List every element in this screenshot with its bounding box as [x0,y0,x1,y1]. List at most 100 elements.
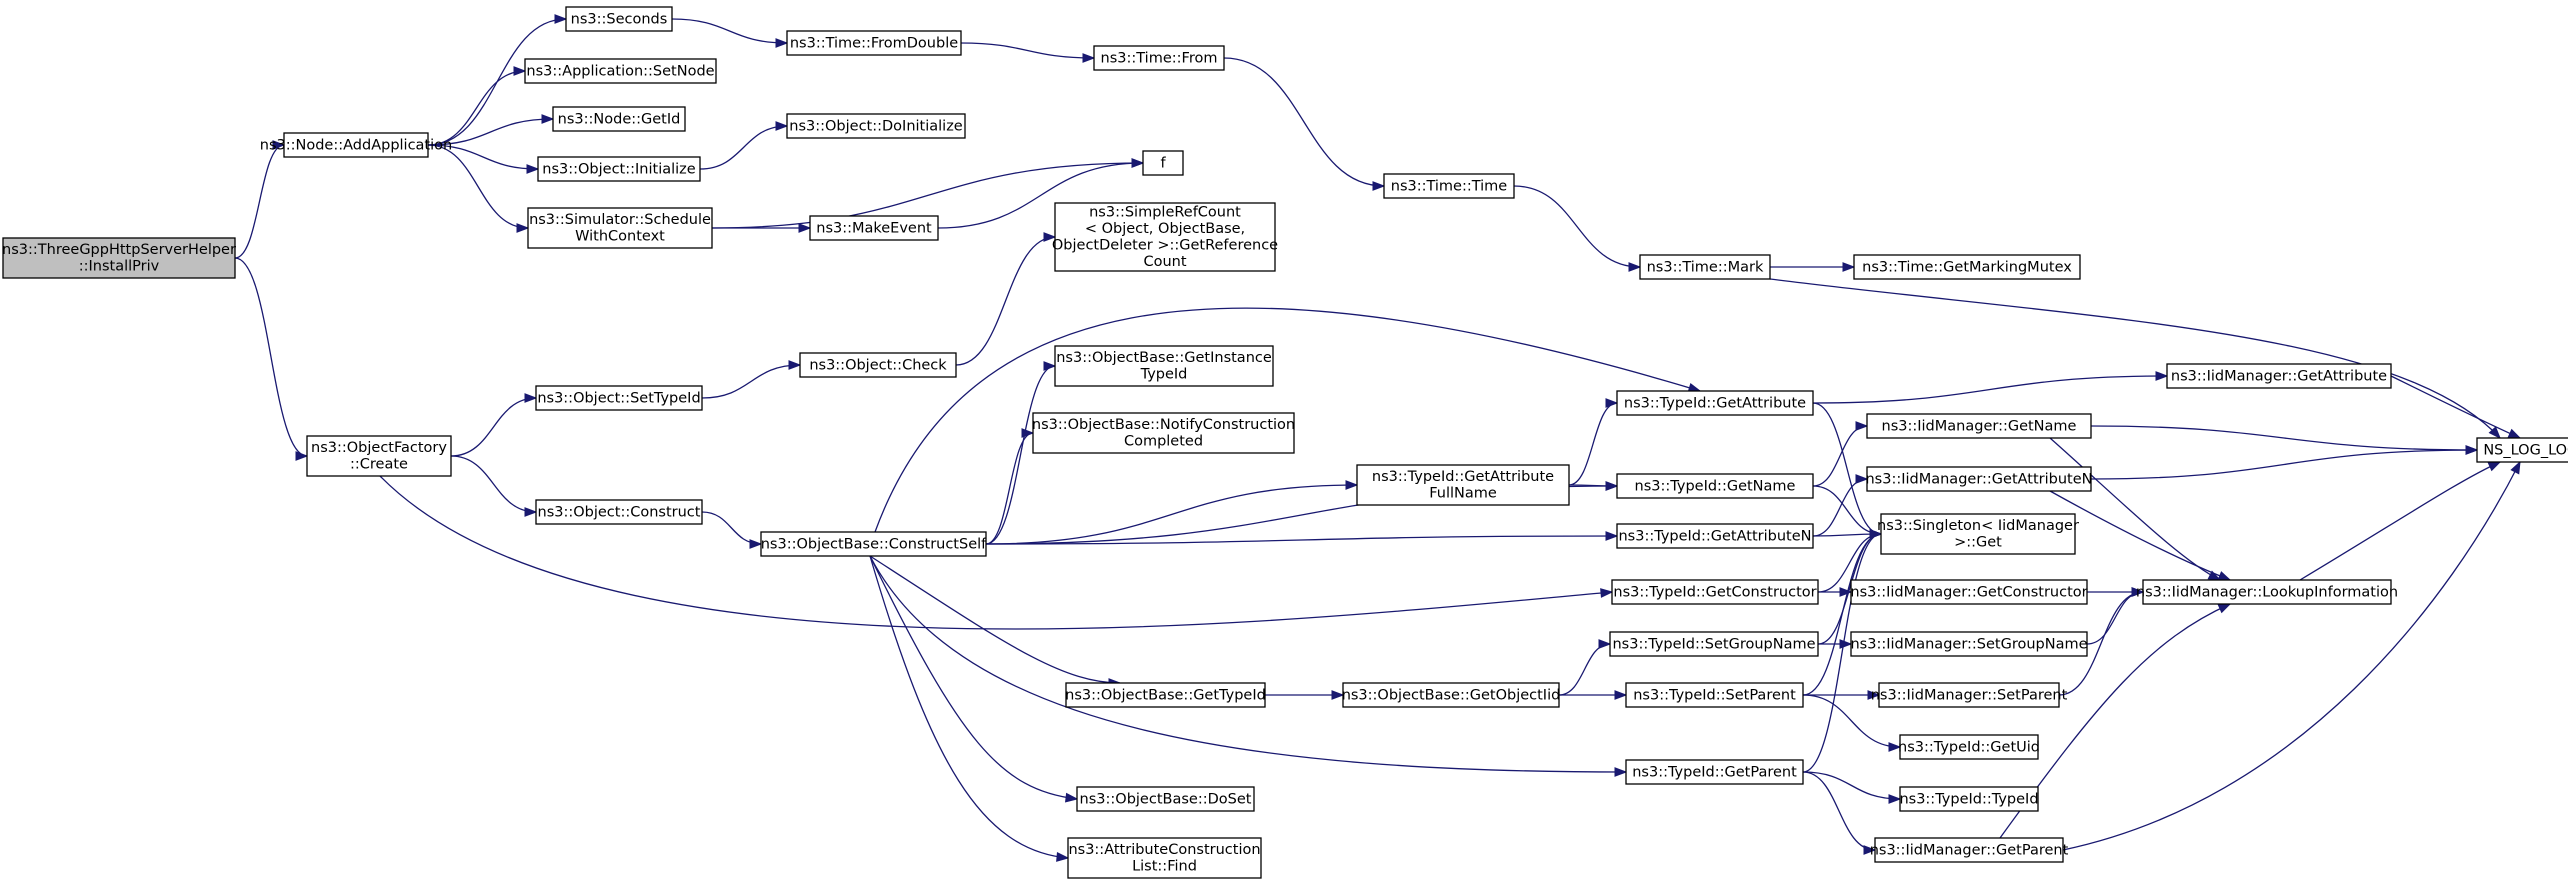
call-edge-n25-n36 [1812,371,2169,404]
function-node-n2[interactable]: ns3::ObjectFactory::Create [306,435,452,477]
function-node-n9[interactable]: ns3::Object::DoInitialize [786,113,966,139]
call-edge-n17-n19 [701,360,802,399]
function-node-n17[interactable]: ns3::Object::SetTypeId [535,385,703,411]
function-node-label: ns3::Object::DoInitialize [789,118,963,134]
function-node-n6[interactable]: ns3::Object::Initialize [537,156,701,182]
call-edge-n7-n11 [712,223,812,233]
function-node-n23[interactable]: ns3::ObjectBase::NotifyConstructionCompl… [1032,412,1295,454]
function-node-n25[interactable]: ns3::TypeId::GetAttribute [1616,390,1814,416]
function-node-label: ns3::Object::SetTypeId [537,390,700,406]
function-node-n45[interactable]: ns3::TypeId::TypeId [1899,786,2039,812]
function-node-label: ns3::IidManager::SetParent [1871,687,2068,703]
function-node-n1[interactable]: ns3::Node::AddApplication [260,132,452,158]
function-node-n38[interactable]: ns3::IidManager::GetAttributeN [1865,466,2093,492]
function-node-n30[interactable]: ns3::TypeId::SetParent [1625,682,1804,708]
function-node-label: ObjectDeleter >::GetReference [1052,238,1278,254]
function-node-label: ns3::TypeId::GetAttributeN [1618,528,1811,544]
function-node-label: ns3::TypeId::GetConstructor [1613,584,1816,600]
call-edge-n8-n12 [960,42,1096,63]
function-node-label: ns3::IidManager::GetAttribute [2171,368,2387,384]
call-edge-n31-n45 [1802,771,1902,804]
function-node-n19[interactable]: ns3::Object::Check [799,352,957,378]
function-node-n40[interactable]: ns3::IidManager::GetConstructor [1850,579,2088,605]
function-node-label: ns3::Singleton< IidManager [1877,518,2079,534]
function-node-label: ns3::Time::Time [1391,178,1508,194]
function-node-n11[interactable]: ns3::MakeEvent [809,215,939,241]
function-node-label: ns3::IidManager::LookupInformation [2136,584,2398,600]
function-node-label: ns3::IidManager::SetGroupName [1850,636,2087,652]
call-edge-n26-n37 [1812,421,1869,487]
call-edge-n46-n16 [2062,460,2521,851]
function-node-label: ns3::Object::Initialize [542,161,695,177]
call-edge-n31-n46 [1802,771,1877,855]
function-node-label: ns3::IidManager::GetName [1882,418,2077,434]
function-node-n32[interactable]: ns3::ObjectBase::GetTypeId [1065,682,1266,708]
function-node-label: Count [1143,254,1186,270]
function-node-label: ns3::ObjectBase::NotifyConstruction [1032,417,1295,433]
call-edge-n31-n39 [1802,529,1883,773]
function-node-n28[interactable]: ns3::TypeId::GetConstructor [1611,579,1819,605]
call-edge-n33-n29 [1558,639,1612,696]
function-node-label: ns3::Object::Check [809,357,947,373]
function-node-n33[interactable]: ns3::ObjectBase::GetObjectIid [1342,682,1561,708]
function-node-label: ns3::AttributeConstruction [1068,842,1260,858]
function-node-n13[interactable]: ns3::Time::Time [1383,173,1515,199]
call-edge-n0-n2 [234,257,309,461]
call-edge-n32-n33 [1265,690,1345,700]
function-node-label: ns3::Time::FromDouble [790,35,958,51]
function-node-n14[interactable]: ns3::Time::Mark [1639,254,1771,280]
call-edge-n21-n32 [869,555,1122,688]
function-node-n18[interactable]: ns3::Object::Construct [535,499,703,525]
call-edge-n11-n10 [937,158,1145,229]
function-node-label: ns3::ObjectBase::DoSet [1080,791,1252,807]
function-node-n5[interactable]: ns3::Node::GetId [552,106,686,132]
function-node-n31[interactable]: ns3::TypeId::GetParent [1625,759,1804,785]
call-edge-n2-n18 [450,455,538,517]
function-node-n46[interactable]: ns3::IidManager::GetParent [1870,837,2069,863]
function-node-n16[interactable]: NS_LOG_LOGIC [2476,437,2568,463]
function-node-n34[interactable]: ns3::ObjectBase::DoSet [1076,786,1255,812]
function-node-n4[interactable]: ns3::Application::SetNode [524,58,717,84]
function-node-label: ns3::TypeId::SetGroupName [1612,636,1815,652]
function-node-label: ns3::ObjectBase::ConstructSelf [761,536,987,552]
function-node-label: ns3::Object::Construct [538,504,701,520]
function-node-label: ::Create [350,457,408,473]
function-node-n44[interactable]: ns3::TypeId::GetUid [1898,734,2040,760]
function-node-n10[interactable]: f [1142,150,1184,176]
function-node-n0[interactable]: ns3::ThreeGppHttpServerHelper::InstallPr… [2,237,236,279]
function-node-label: ns3::SimpleRefCount [1089,205,1241,221]
call-edge-n42-n41 [2086,587,2145,645]
function-node-n43[interactable]: ns3::IidManager::SetParent [1871,682,2068,708]
function-node-n41[interactable]: ns3::IidManager::LookupInformation [2136,579,2398,605]
function-node-n15[interactable]: ns3::Time::GetMarkingMutex [1853,254,2081,280]
function-node-n8[interactable]: ns3::Time::FromDouble [786,30,962,56]
function-node-label: ns3::Seconds [571,11,668,27]
function-nodes: ns3::ThreeGppHttpServerHelper::InstallPr… [2,6,2568,879]
call-edge-n1-n4 [427,66,527,146]
call-edge-n21-n34 [869,555,1079,803]
function-node-n29[interactable]: ns3::TypeId::SetGroupName [1609,631,1819,657]
call-edge-n21-n24 [985,480,1359,545]
function-node-n37[interactable]: ns3::IidManager::GetName [1866,413,2092,439]
function-node-label: ns3::ObjectBase::GetInstance [1056,350,1272,366]
function-node-n27[interactable]: ns3::TypeId::GetAttributeN [1616,523,1814,549]
function-node-n20[interactable]: ns3::SimpleRefCount< Object, ObjectBase,… [1052,202,1278,272]
function-node-label: ns3::TypeId::GetName [1635,478,1796,494]
function-node-n39[interactable]: ns3::Singleton< IidManager>::Get [1877,513,2079,555]
function-node-n42[interactable]: ns3::IidManager::SetGroupName [1850,631,2088,657]
function-node-n21[interactable]: ns3::ObjectBase::ConstructSelf [760,531,987,557]
function-node-n26[interactable]: ns3::TypeId::GetName [1616,473,1814,499]
function-node-label: FullName [1429,486,1497,502]
call-edge-n2-n28 [379,475,1614,630]
function-node-n36[interactable]: ns3::IidManager::GetAttribute [2166,363,2392,389]
call-edge-n24-n25 [1568,398,1619,486]
function-node-label: ns3::ObjectFactory [311,440,447,456]
call-edge-n14-n15 [1769,262,1856,272]
function-node-n12[interactable]: ns3::Time::From [1093,45,1225,71]
call-edge-n37-n16 [2090,425,2479,455]
function-node-n3[interactable]: ns3::Seconds [565,6,673,32]
